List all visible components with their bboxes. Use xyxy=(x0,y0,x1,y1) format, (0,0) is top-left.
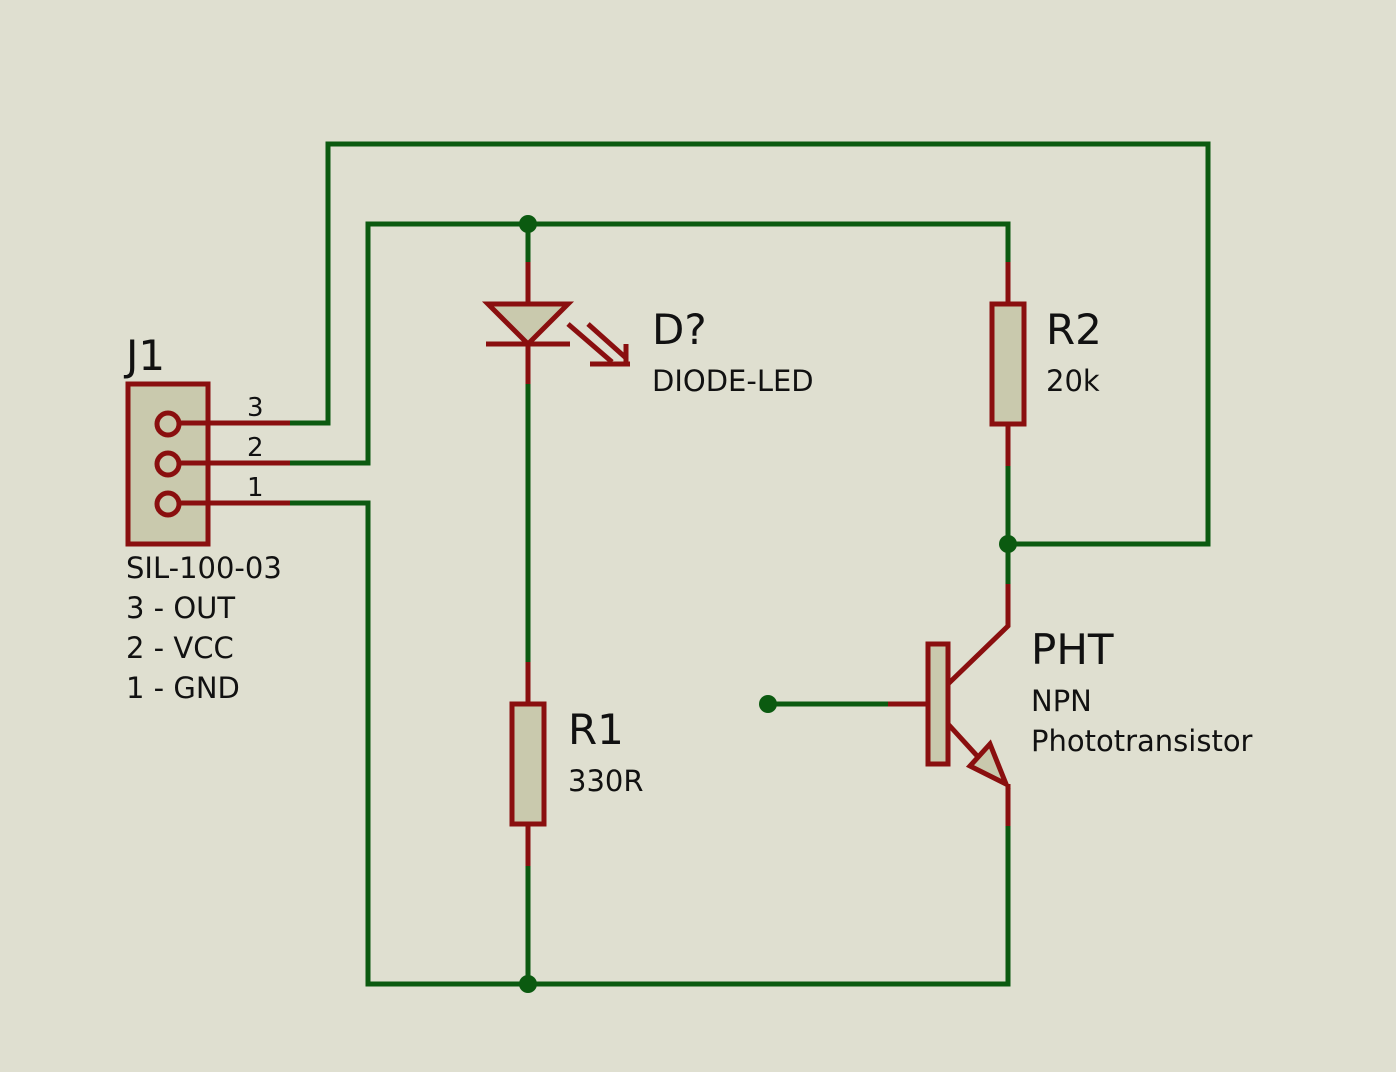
led-emission-arrows-icon xyxy=(566,322,630,367)
junction-vcc xyxy=(519,215,537,233)
connector-pinout-gnd: 1 - GND xyxy=(126,671,240,705)
connector-pin-2-pad xyxy=(154,450,182,478)
pht-value-line2: Phototransistor xyxy=(1031,724,1253,758)
led-triangle xyxy=(481,301,575,348)
connector-part: SIL-100-03 xyxy=(126,551,282,585)
phototransistor-pht: PHT NPN Phototransistor xyxy=(888,584,1253,826)
pht-ref: PHT xyxy=(1031,625,1114,674)
resistor-r1: R1 330R xyxy=(509,662,644,866)
connector-pin-1-pad xyxy=(154,490,182,518)
wire-out-net xyxy=(287,141,1211,547)
r2-body xyxy=(989,301,1027,427)
wire-gnd-net xyxy=(287,500,1011,987)
r2-value: 20k xyxy=(1046,364,1100,398)
wire-vcc-net xyxy=(287,221,1011,466)
resistor-r2: R2 20k xyxy=(989,262,1102,466)
connector-pin-1-number: 1 xyxy=(247,473,264,503)
connector-pin-3-number: 3 xyxy=(247,393,264,423)
connector-ref: J1 xyxy=(123,331,165,380)
pht-value-line1: NPN xyxy=(1031,684,1092,718)
r1-ref: R1 xyxy=(568,705,624,754)
connector-j1: J1 3 2 1 SIL-100-03 3 - OUT 2 - VCC 1 - … xyxy=(123,331,290,705)
junction-gnd xyxy=(519,975,537,993)
led-ref: D? xyxy=(652,305,707,354)
junctions xyxy=(519,215,1017,993)
r1-body xyxy=(509,701,547,827)
wires xyxy=(287,141,1211,987)
led-value: DIODE-LED xyxy=(652,364,814,398)
led-d: D? DIODE-LED xyxy=(481,262,814,398)
junction-out xyxy=(999,535,1017,553)
r2-ref: R2 xyxy=(1046,305,1102,354)
connector-pinout-vcc: 2 - VCC xyxy=(126,631,234,665)
pht-emitter-arrow-icon xyxy=(965,739,1011,790)
connector-pin-3-pad xyxy=(154,410,182,438)
base-terminal-dot xyxy=(759,695,777,713)
connector-pin-2-number: 2 xyxy=(247,433,264,463)
r1-value: 330R xyxy=(568,764,644,798)
pht-base-bar xyxy=(925,641,951,767)
connector-pinout-out: 3 - OUT xyxy=(126,591,235,625)
pht-collector-lead xyxy=(946,584,1011,686)
